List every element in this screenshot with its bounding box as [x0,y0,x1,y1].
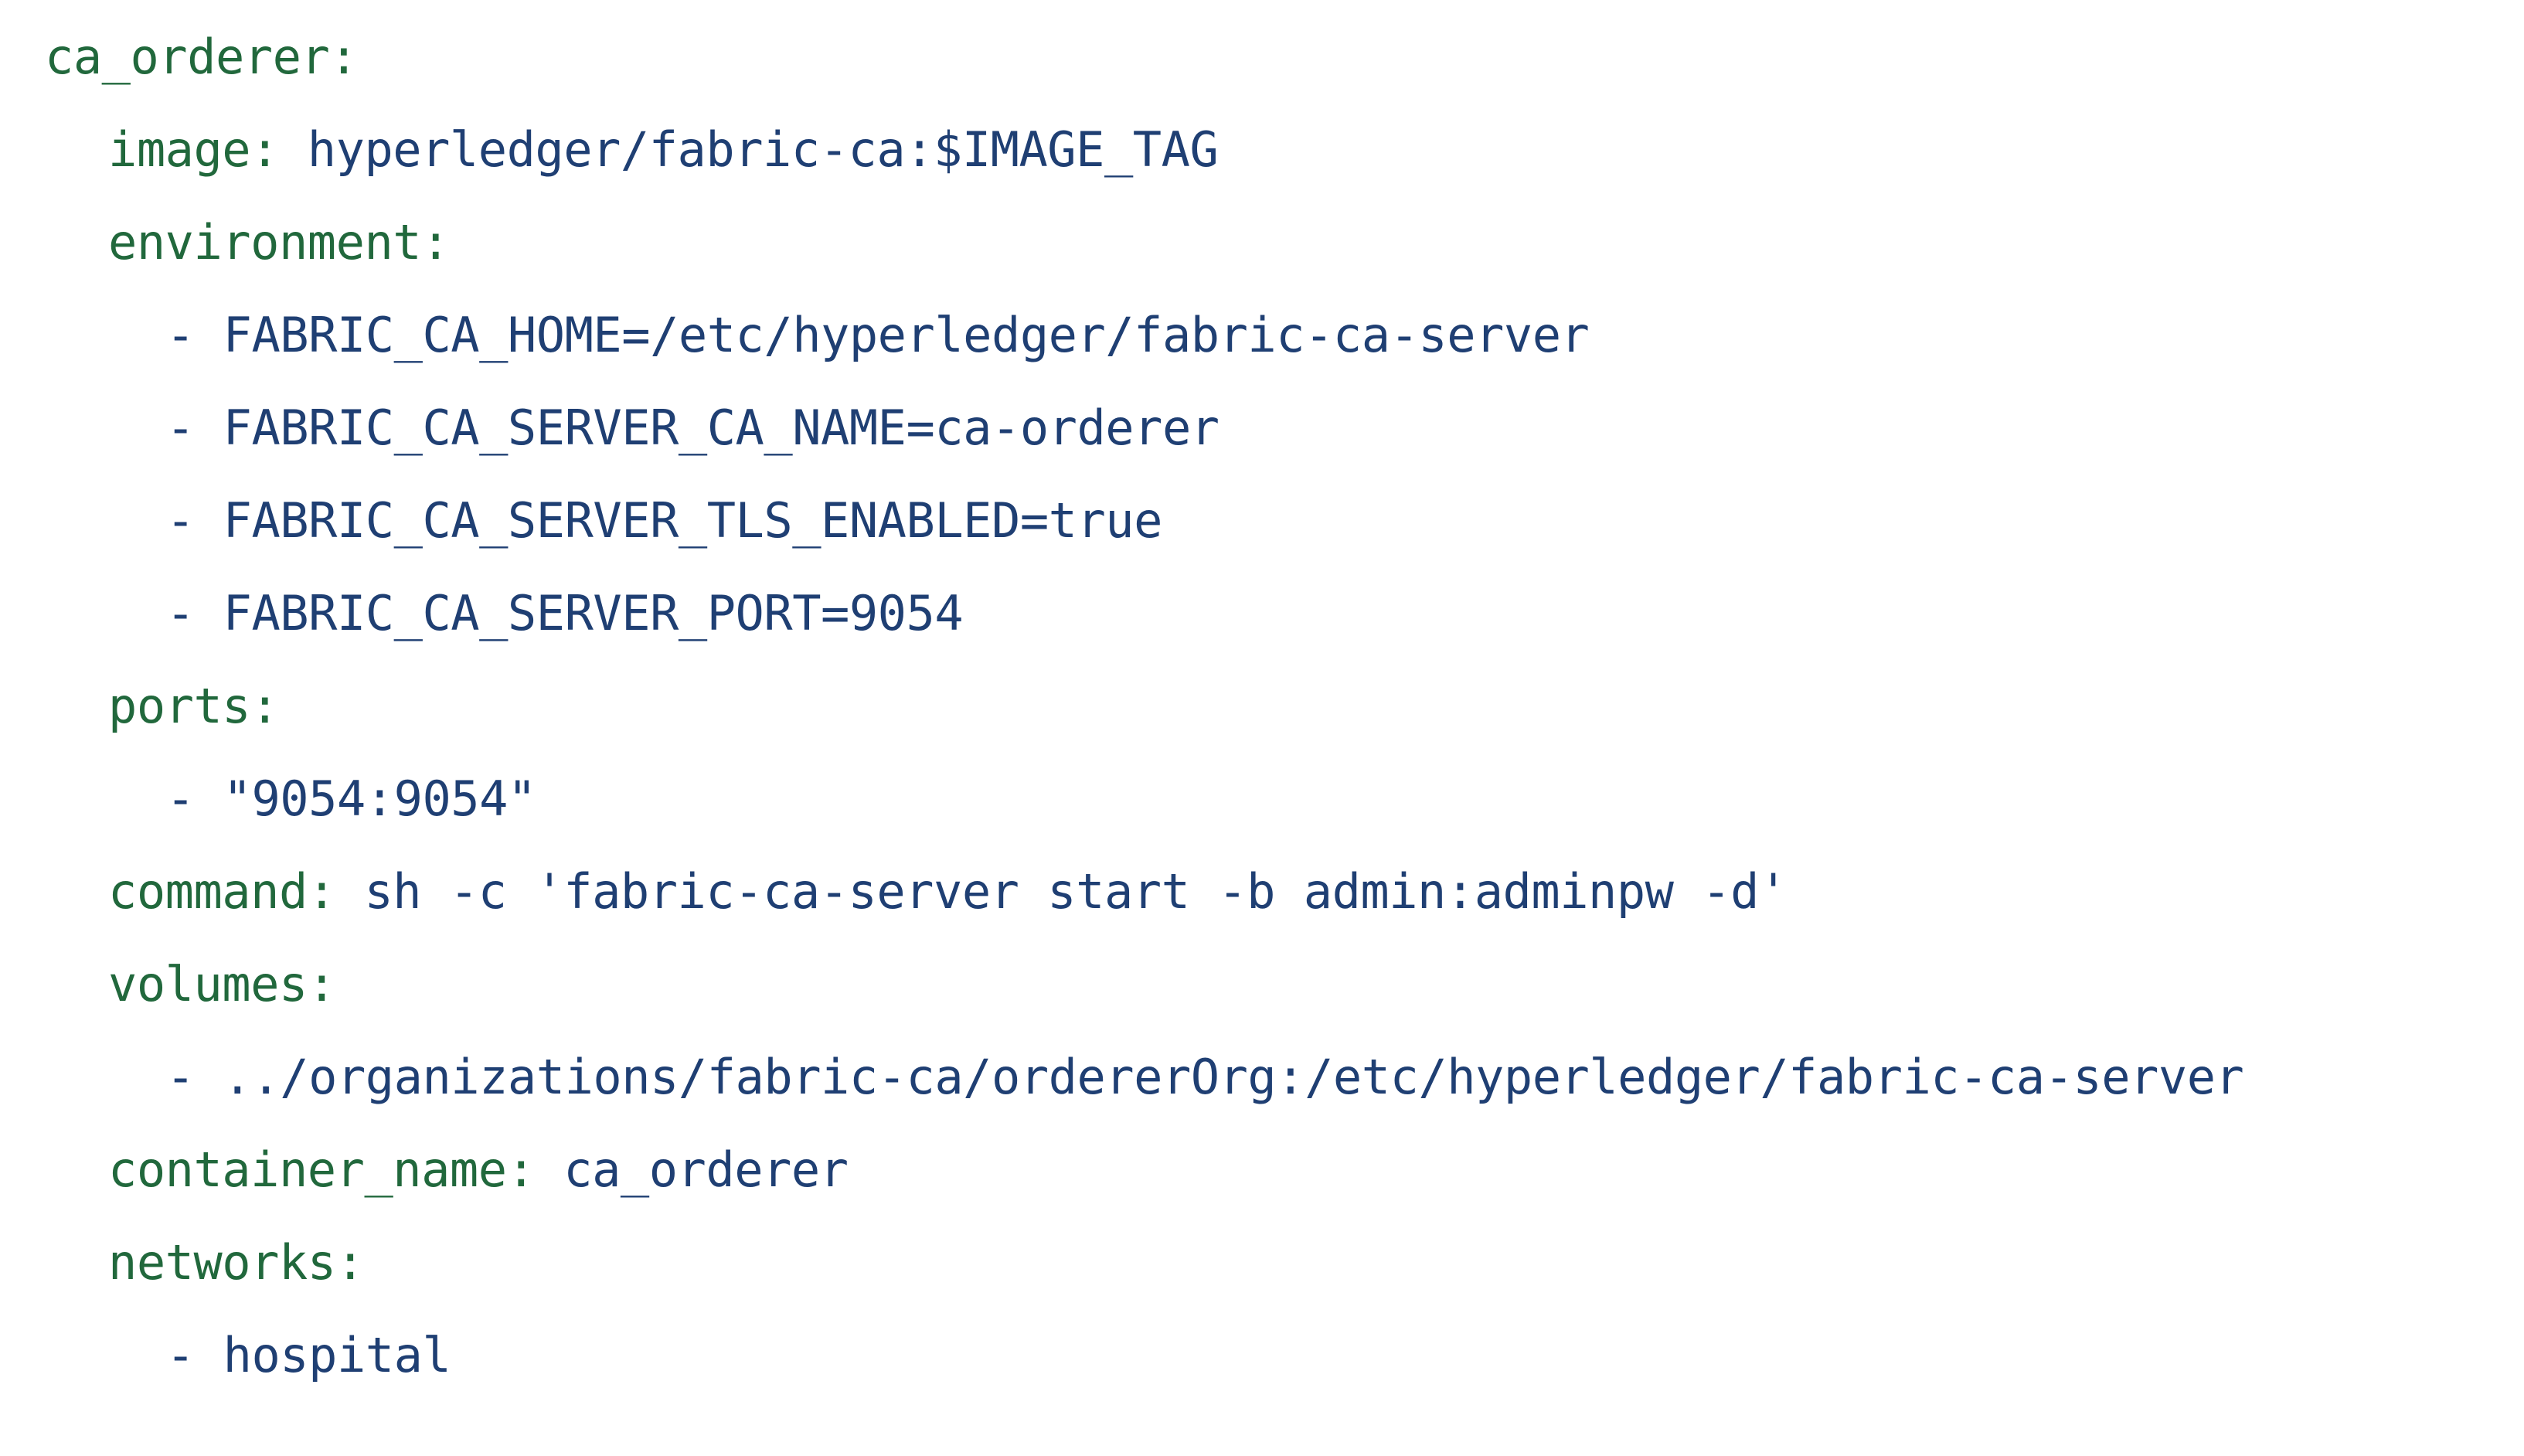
code-line: environment: [0,196,2524,289]
yaml-value: FABRIC_CA_SERVER_TLS_ENABLED=true [223,492,1163,549]
code-line: ports: [0,660,2524,753]
yaml-value: "9054:9054" [223,771,537,827]
yaml-key: environment [108,214,422,270]
list-dash: - [166,307,223,363]
list-dash: - [166,1049,223,1105]
list-dash: - [166,400,223,456]
code-line: - FABRIC_CA_SERVER_TLS_ENABLED=true [0,475,2524,567]
yaml-key: image [108,121,251,178]
code-line: image: hyperledger/fabric-ca:$IMAGE_TAG [0,104,2524,196]
yaml-value: FABRIC_CA_HOME=/etc/hyperledger/fabric-c… [223,307,1590,363]
yaml-value: FABRIC_CA_SERVER_CA_NAME=ca-orderer [223,400,1219,456]
yaml-colon: : [250,121,279,178]
yaml-value: hospital [223,1327,451,1383]
list-dash: - [166,585,223,641]
code-line: - ../organizations/fabric-ca/ordererOrg:… [0,1031,2524,1124]
yaml-colon: : [329,29,359,85]
yaml-key: ca_orderer [45,29,330,85]
yaml-value: hyperledger/fabric-ca:$IMAGE_TAG [278,121,1219,178]
code-line: volumes: [0,938,2524,1031]
yaml-key: container_name [108,1141,507,1198]
yaml-value: ca_orderer [535,1141,849,1198]
code-line: - hospital [0,1309,2524,1402]
list-dash: - [166,492,223,549]
yaml-key: ports [108,678,251,734]
code-line: - FABRIC_CA_SERVER_CA_NAME=ca-orderer [0,382,2524,475]
yaml-value: ../organizations/fabric-ca/ordererOrg:/e… [223,1049,2244,1105]
yaml-colon: : [250,678,279,734]
yaml-colon: : [307,956,336,1012]
list-dash: - [166,771,223,827]
code-line: container_name: ca_orderer [0,1124,2524,1216]
yaml-key: networks [108,1234,336,1291]
yaml-key: volumes [108,956,308,1012]
yaml-value: FABRIC_CA_SERVER_PORT=9054 [223,585,964,641]
yaml-value: sh -c 'fabric-ca-server start -b admin:a… [335,863,1788,920]
code-line: - FABRIC_CA_SERVER_PORT=9054 [0,567,2524,660]
code-line: - FABRIC_CA_HOME=/etc/hyperledger/fabric… [0,289,2524,382]
yaml-key: command [108,863,308,920]
yaml-colon: : [335,1234,365,1291]
code-line: ca_orderer: [0,11,2524,104]
code-line: networks: [0,1216,2524,1309]
list-dash: - [166,1327,223,1383]
yaml-colon: : [307,863,336,920]
code-line: command: sh -c 'fabric-ca-server start -… [0,845,2524,938]
yaml-colon: : [421,214,450,270]
code-line: - "9054:9054" [0,753,2524,845]
yaml-colon: : [506,1141,536,1198]
